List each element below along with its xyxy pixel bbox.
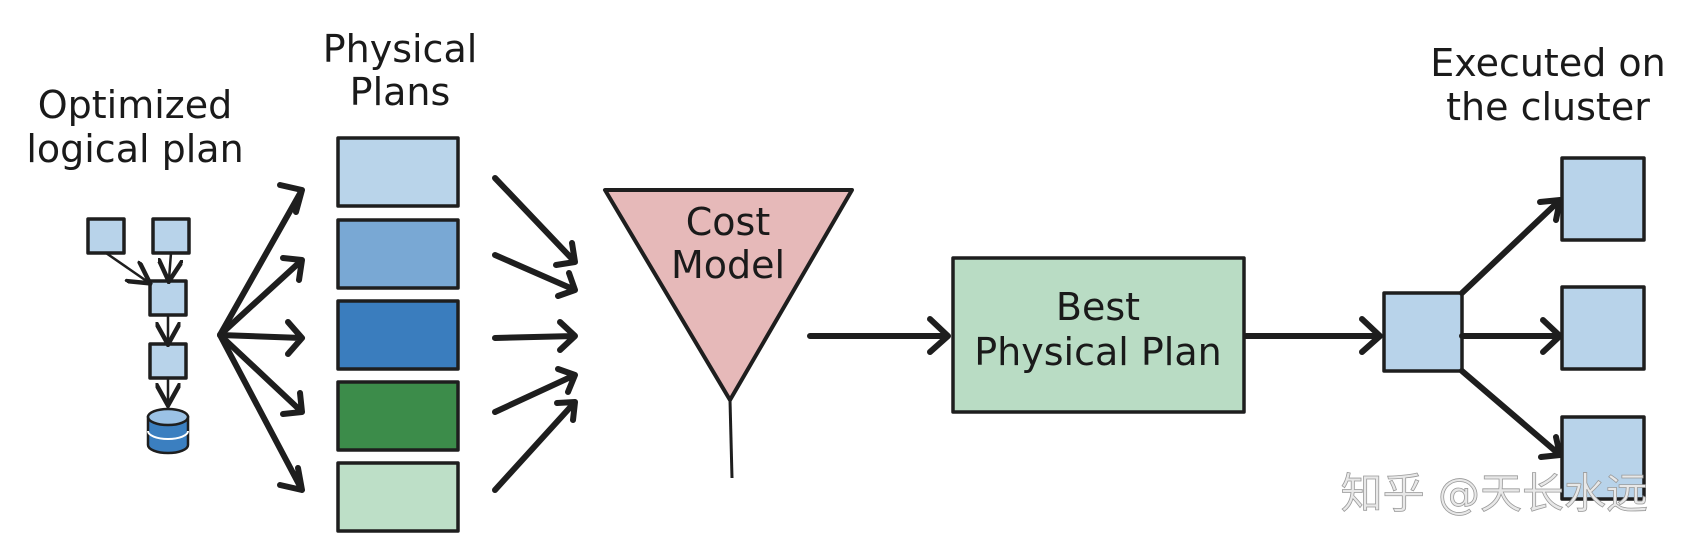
physical-label-line1: Physical [323, 27, 478, 71]
fan-arrow-plan-2 [217, 255, 305, 338]
physical-label-line2: Plans [350, 70, 451, 114]
fan-out-arrows [217, 182, 305, 493]
cluster-worker-node-1 [1560, 156, 1646, 242]
physical-plans-group: Physical Plans [323, 27, 478, 533]
fan-in-arrow-4 [492, 366, 578, 415]
cluster-arrow-top [1459, 197, 1563, 296]
optimized-label-line2: logical plan [26, 127, 243, 171]
cluster-driver-node [1382, 291, 1464, 373]
physical-plan-2 [336, 218, 460, 290]
logical-node-filter [148, 342, 188, 380]
fan-arrow-plan-1 [217, 182, 305, 338]
fan-arrow-plan-3 [217, 319, 305, 357]
physical-plan-4 [336, 380, 460, 452]
fan-in-arrow-2 [492, 252, 578, 299]
physical-plan-5 [336, 461, 460, 533]
fan-in-arrow-1 [492, 175, 578, 268]
cluster-worker-node-3 [1560, 415, 1646, 501]
best-label-line2: Physical Plan [974, 330, 1222, 374]
cluster-arrow-middle [1459, 317, 1563, 355]
logical-edge-1 [104, 251, 148, 282]
database-icon [146, 407, 190, 455]
cluster-group: Executed on the cluster [1382, 41, 1666, 501]
cluster-worker-node-2 [1560, 285, 1646, 371]
optimized-logical-plan-group: Optimized logical plan [26, 83, 244, 455]
executed-label-line1: Executed on [1430, 41, 1666, 85]
physical-plan-3 [336, 299, 460, 371]
cost-label-line2: Model [671, 243, 785, 287]
optimized-label-line1: Optimized [38, 83, 233, 127]
fan-in-arrow-3 [492, 319, 578, 353]
cost-label-line1: Cost [686, 200, 770, 244]
physical-plan-1 [336, 136, 460, 208]
watermark-text: 知乎 @天长水远 [1341, 469, 1648, 518]
logical-node-source-1 [86, 217, 126, 255]
logical-edge-2 [169, 251, 171, 279]
logical-node-join [148, 279, 188, 317]
best-plan-box [951, 256, 1246, 414]
cluster-arrow-bottom [1459, 368, 1563, 460]
best-physical-plan: Best Physical Plan [951, 256, 1246, 414]
best-label-line1: Best [1056, 285, 1140, 329]
arrow-to-cluster [1243, 316, 1383, 355]
fan-in-arrows [492, 175, 578, 493]
cost-model-spout [728, 399, 734, 479]
cost-model-funnel [603, 188, 854, 402]
cost-model: Cost Model [603, 188, 854, 479]
fan-in-arrow-5 [492, 399, 578, 493]
executed-label-line2: the cluster [1446, 85, 1650, 129]
logical-node-source-2 [151, 217, 191, 255]
fan-arrow-plan-5 [217, 332, 305, 493]
fan-arrow-plan-4 [217, 332, 305, 417]
arrow-to-best-plan [807, 316, 951, 355]
